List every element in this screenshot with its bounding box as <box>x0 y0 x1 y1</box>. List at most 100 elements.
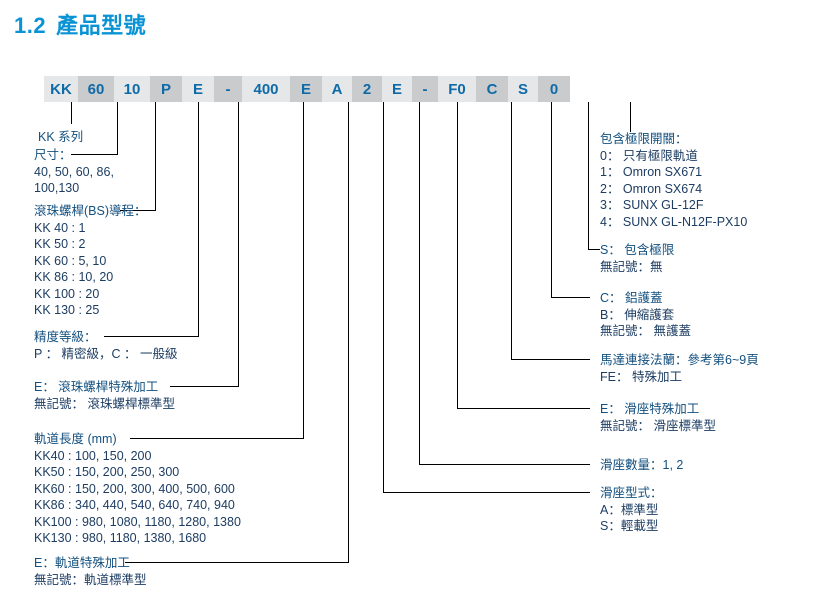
label-line: 1： Omron SX671 <box>600 165 703 179</box>
label-line: KK 40 : 1 <box>34 220 86 235</box>
model-code-cell: 10 <box>114 76 150 102</box>
page-title: 1.2 產品型號 <box>14 8 146 40</box>
model-code-cell: 400 <box>242 76 290 102</box>
label-ballscrew-lead: 滾珠螺桿(BS)導程： KK 40 : 1 KK 50 : 2 KK 60 : 5, … <box>34 203 147 319</box>
model-code-cell: 0 <box>538 76 570 102</box>
leader-limitincl-horizontal <box>588 249 600 250</box>
label-line: 3： SUNX GL-12F <box>600 198 704 212</box>
label-line: KK60 : 150, 200, 300, 400, 500, 600 <box>34 481 235 496</box>
label-line: 尺寸： <box>34 148 72 162</box>
leader-size-vertical <box>117 102 118 154</box>
label-size: 尺寸： 40, 50, 60, 86, 100,130 <box>34 147 114 197</box>
label-line: KK40 : 100, 150, 200 <box>34 448 152 463</box>
label-slider-type: 滑座型式： A：標準型 S：輕載型 <box>600 485 663 535</box>
leader-series-vertical <box>71 102 72 124</box>
label-line: KK 86 : 10, 20 <box>34 270 114 284</box>
label-ballscrew-spec: E： 滾珠螺桿特殊加工無記號： 滾珠螺桿標準型 <box>34 379 175 412</box>
label-line: 滑座型式： <box>600 486 663 500</box>
leader-bsspecial-horizontal <box>170 386 239 387</box>
label-line: 無記號： 滑座標準型 <box>600 418 716 433</box>
model-code-cell: E <box>182 76 214 102</box>
leader-bslead-vertical <box>155 102 156 210</box>
label-line: S：輕載型 <box>600 519 659 533</box>
label-rail-special: E：軌道特殊加工無記號：軌道標準型 <box>34 555 147 588</box>
leader-bsspecial-vertical <box>238 102 239 386</box>
model-code-cell: S <box>508 76 538 102</box>
label-line: E：軌道特殊加工 <box>34 556 130 570</box>
model-code-cell: - <box>214 76 242 102</box>
leader-railspecial-horizontal <box>125 562 349 563</box>
leader-accuracy-horizontal <box>104 336 199 337</box>
label-line: 滑座數量：1, 2 <box>600 458 684 472</box>
model-code-cell: A <box>322 76 352 102</box>
leader-motorflange-vertical <box>511 102 512 359</box>
leader-sliderqty-horizontal <box>419 464 590 465</box>
label-line: B： 伸縮護套 <box>600 307 675 322</box>
leader-bslead-horizontal <box>120 210 156 211</box>
model-code-cell: KK <box>44 76 78 102</box>
label-line: 無記號：軌道標準型 <box>34 572 147 587</box>
leader-slidertype-horizontal <box>383 492 590 493</box>
label-line: KK 60 : 5, 10 <box>34 253 107 268</box>
label-line: 軌道長度 (mm) <box>34 432 117 446</box>
model-code-cell: 2 <box>352 76 382 102</box>
label-motor-flange: 馬達連接法蘭：參考第6~9頁 FE： 特殊加工 <box>600 352 759 385</box>
label-line: 精度等級： <box>34 330 97 344</box>
leader-accuracy-vertical <box>198 102 199 336</box>
label-line: KK 100 : 20 <box>34 286 100 301</box>
page-title-number: 1.2 <box>14 13 47 38</box>
label-line: A：標準型 <box>600 502 659 517</box>
leader-limitincl-vertical <box>588 102 589 249</box>
leader-railspecial-vertical <box>348 102 349 562</box>
leader-sliderspecial-vertical <box>457 102 458 408</box>
leader-motorflange-horizontal <box>511 359 590 360</box>
model-code-cell: E <box>290 76 322 102</box>
label-line: KK130 : 980, 1180, 1380, 1680 <box>34 531 207 545</box>
label-line: 馬達連接法蘭：參考第6~9頁 <box>600 353 759 367</box>
leader-cover-horizontal <box>551 297 590 298</box>
label-line: 2： Omron SX674 <box>600 181 703 196</box>
leader-cover-vertical <box>551 102 552 297</box>
label-line: KK86 : 340, 440, 540, 640, 740, 940 <box>34 498 235 512</box>
label-line: 100,130 <box>34 181 80 195</box>
model-code-cell: 60 <box>78 76 114 102</box>
label-line: KK 130 : 25 <box>34 303 100 317</box>
label-line: S： 包含極限 <box>600 243 675 257</box>
label-line: 無記號：無 <box>600 259 663 274</box>
label-line: E： 滑座特殊加工 <box>600 402 700 416</box>
label-line: 包含極限開關： <box>600 132 688 146</box>
label-slider-special: E： 滑座特殊加工無記號： 滑座標準型 <box>600 401 716 434</box>
label-line: 滾珠螺桿(BS)導程： <box>34 204 147 218</box>
label-line: P ： 精密級，C ： 一般級 <box>34 346 178 361</box>
leader-sliderspecial-horizontal <box>457 408 590 409</box>
label-kk-series: KK 系列 <box>38 129 83 146</box>
model-code-cell: F0 <box>438 76 476 102</box>
label-line: KK100 : 980, 1080, 1180, 1280, 1380 <box>34 514 241 529</box>
label-line: 0： 只有極限軌道 <box>600 148 698 163</box>
label-line: FE： 特殊加工 <box>600 369 682 384</box>
label-line: 無記號： 滾珠螺桿標準型 <box>34 396 175 411</box>
leader-slidertype-vertical <box>383 102 384 492</box>
leader-sliderqty-vertical <box>419 102 420 464</box>
leader-raillength-vertical <box>303 102 304 438</box>
model-code-cell: P <box>150 76 182 102</box>
page-title-text: 產品型號 <box>56 13 147 38</box>
model-code-cell: - <box>412 76 438 102</box>
label-line: 無記號： 無護蓋 <box>600 324 691 338</box>
label-line: KK 50 : 2 <box>34 237 86 251</box>
label-cover-type: C： 鋁護蓋 B： 伸縮護套無記號： 無護蓋 <box>600 290 691 340</box>
model-code-cell: E <box>382 76 412 102</box>
leader-size-horizontal <box>71 154 118 155</box>
label-line: KK 系列 <box>38 130 84 144</box>
label-line: 4： SUNX GL-N12F-PX10 <box>600 214 748 229</box>
leader-limitswitch-vertical <box>630 102 631 132</box>
label-line: 40, 50, 60, 86, <box>34 164 114 179</box>
label-limit-switch: 包含極限開關： 0： 只有極限軌道 1： Omron SX671 2： Omron S… <box>600 131 747 230</box>
label-line: C： 鋁護蓋 <box>600 291 663 305</box>
model-code-cell: C <box>476 76 508 102</box>
label-slider-quantity: 滑座數量：1, 2 <box>600 457 683 474</box>
label-line: E： 滾珠螺桿特殊加工 <box>34 380 159 394</box>
